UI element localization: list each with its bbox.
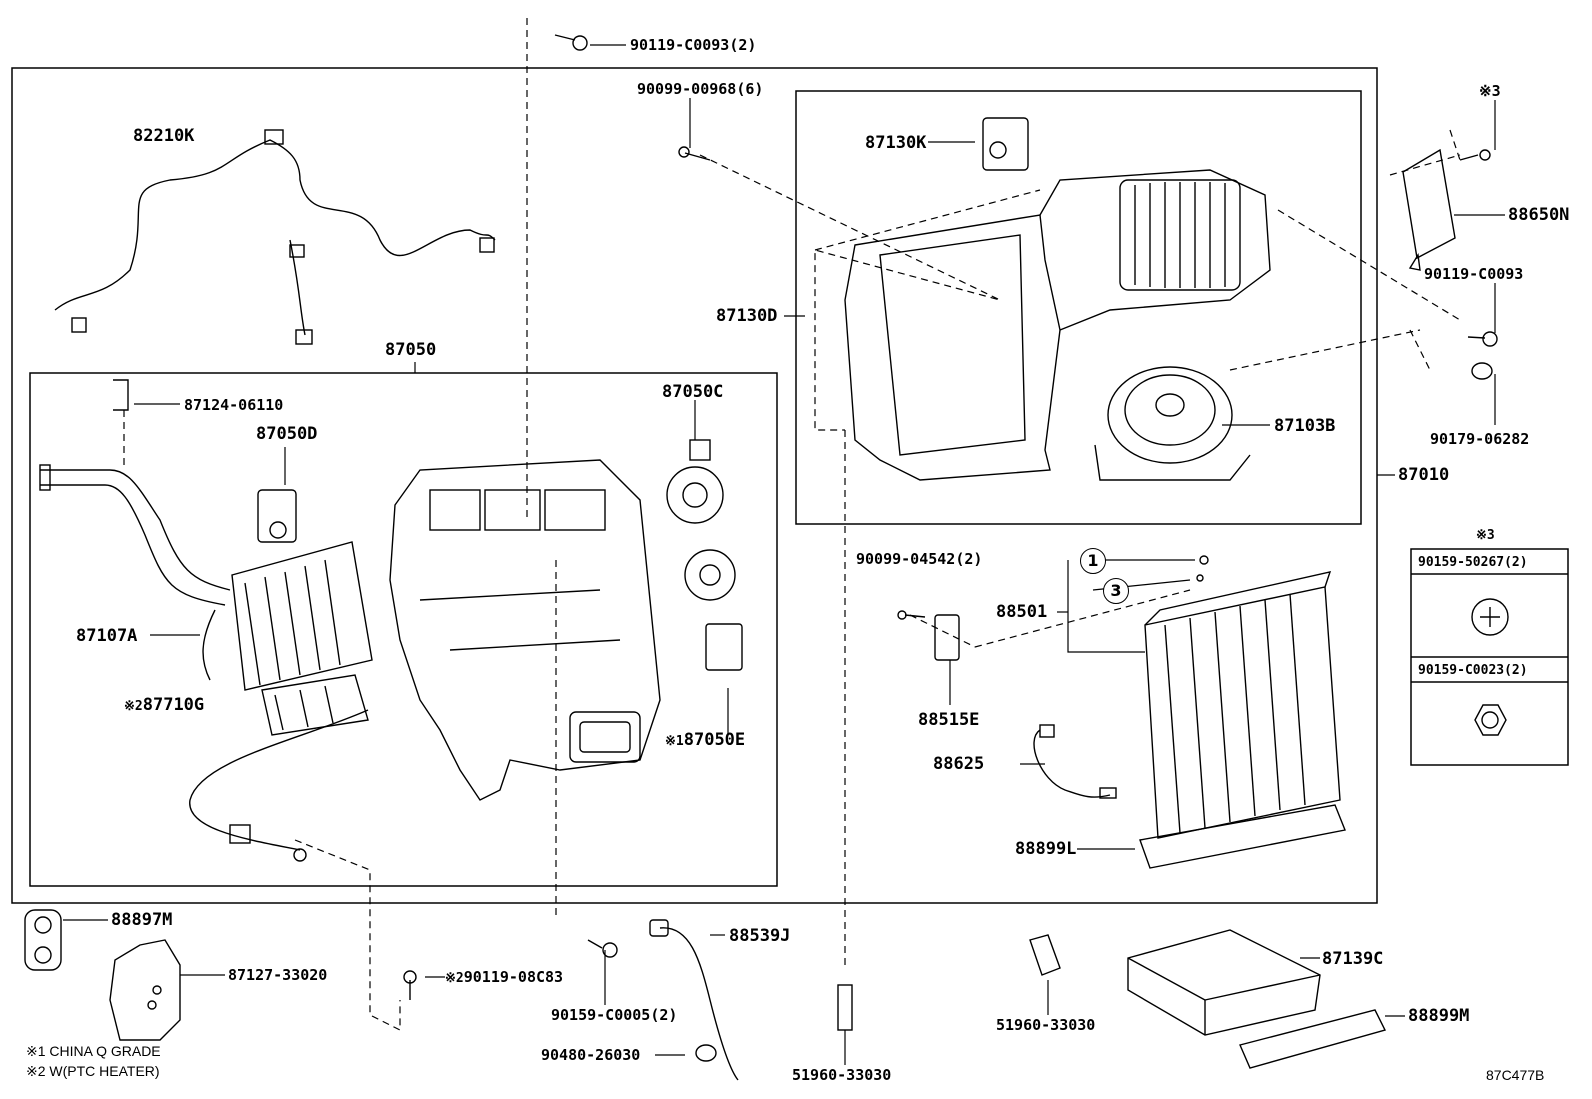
part-label-87127-33020: 87127-33020 bbox=[228, 966, 328, 984]
china-mark: ※1 bbox=[665, 734, 684, 749]
part-label-88539J: 88539J bbox=[729, 926, 791, 946]
part-label-87050D: 87050D bbox=[256, 424, 318, 444]
expansion-valve-88515E bbox=[934, 614, 960, 661]
part-label-88625: 88625 bbox=[933, 754, 985, 774]
ptc-heater-87710G bbox=[261, 674, 369, 736]
bolt-icons bbox=[403, 34, 1498, 1000]
tray-88899L bbox=[1139, 804, 1346, 869]
part-label-mark-3-top: ※3 bbox=[1479, 82, 1501, 100]
heater-unit-frame bbox=[29, 372, 778, 887]
part-label-90099-00968: 90099-00968(6) bbox=[637, 80, 764, 98]
part-label-90159-C0005: 90159-C0005(2) bbox=[551, 1006, 678, 1024]
part-label-87107A: 87107A bbox=[76, 626, 138, 646]
label-text: 90119-C0093(2) bbox=[630, 36, 757, 54]
part-label-51960-33030-bottom: 51960-33030 bbox=[792, 1066, 892, 1084]
drain-hose-88539J bbox=[659, 927, 739, 1081]
part-label-87010: 87010 bbox=[1398, 465, 1450, 485]
part-label-87130K: 87130K bbox=[865, 133, 927, 153]
actuator-motor-87050C bbox=[666, 466, 724, 524]
part-label-90119-c0093-right: 90119-C0093 bbox=[1424, 265, 1524, 283]
part-label-87103B: 87103B bbox=[1274, 416, 1336, 436]
footnote-1: ※1 CHINA Q GRADE bbox=[26, 1043, 161, 1059]
part-label-87050C: 87050C bbox=[662, 382, 724, 402]
fastener-table-row2: 90159-C0023(2) bbox=[1418, 663, 1528, 678]
actuator-87050D bbox=[257, 489, 297, 543]
fastener-table-row1: 90159-50267(2) bbox=[1418, 555, 1528, 570]
grommet-88897M bbox=[24, 909, 62, 971]
part-label-90099-04542: 90099-04542(2) bbox=[856, 550, 983, 568]
wire-harness-82210K bbox=[54, 139, 496, 311]
part-label-90480-26030: 90480-26030 bbox=[541, 1046, 641, 1064]
part-label-87050E: ※187050E bbox=[665, 732, 745, 749]
part-label-88501: 88501 bbox=[996, 602, 1048, 622]
actuator-87050E bbox=[705, 623, 743, 671]
blower-motor-87103B bbox=[1107, 366, 1233, 464]
clip-51960-mid bbox=[1029, 934, 1061, 976]
callout-circle-1: 1 bbox=[1080, 548, 1106, 574]
ptc-mark: ※2 bbox=[124, 699, 143, 714]
part-label-51960-33030-mid: 51960-33030 bbox=[996, 1016, 1096, 1034]
thermistor-88625 bbox=[1033, 729, 1111, 798]
fastener-table-mark: ※3 bbox=[1476, 528, 1495, 543]
part-label-88650N: 88650N bbox=[1508, 205, 1570, 225]
callout-circle-3: 3 bbox=[1103, 578, 1129, 604]
part-label-90119-08C83: ※290119-08C83 bbox=[445, 968, 564, 986]
amplifier-88650N bbox=[1402, 148, 1456, 260]
ptc-mark: ※2 bbox=[445, 971, 464, 986]
air-filter-87139C bbox=[1127, 929, 1321, 1036]
main-assembly-frame bbox=[11, 67, 1378, 904]
part-label-87139C: 87139C bbox=[1322, 949, 1384, 969]
diagram-id: 87C477B bbox=[1486, 1067, 1545, 1083]
blower-case-87130D bbox=[844, 214, 1061, 481]
label-text: 87710G bbox=[142, 695, 205, 715]
part-label-88897M: 88897M bbox=[111, 910, 173, 930]
blower-unit-frame bbox=[795, 90, 1362, 525]
actuator-87130K bbox=[982, 117, 1029, 171]
part-illustrations bbox=[24, 34, 1509, 1081]
part-label-88899M: 88899M bbox=[1408, 1006, 1470, 1026]
part-label-90119-c0093-top: 90119-C0093(2) bbox=[560, 38, 756, 53]
part-label-88899L: 88899L bbox=[1015, 839, 1077, 859]
part-label-87130D: 87130D bbox=[716, 306, 778, 326]
label-text: 87050E bbox=[683, 730, 746, 750]
part-label-82210K: 82210K bbox=[133, 126, 195, 146]
seal-87127 bbox=[109, 939, 181, 1041]
part-label-90179-06282: 90179-06282 bbox=[1430, 430, 1530, 448]
clip-51960-bottom bbox=[837, 984, 853, 1031]
part-label-87050: 87050 bbox=[385, 340, 437, 360]
label-text: 90119-08C83 bbox=[463, 968, 564, 986]
part-label-87710G: ※287710G bbox=[124, 697, 204, 714]
evaporator-87107A bbox=[231, 541, 373, 691]
part-label-87124-06110: 87124-06110 bbox=[184, 396, 284, 414]
heater-housing-87050 bbox=[389, 459, 661, 801]
footnote-2: ※2 W(PTC HEATER) bbox=[26, 1063, 160, 1079]
condenser-88501 bbox=[1144, 586, 1341, 839]
part-label-88515E: 88515E bbox=[918, 710, 980, 730]
cover-88899M bbox=[1239, 1009, 1387, 1069]
